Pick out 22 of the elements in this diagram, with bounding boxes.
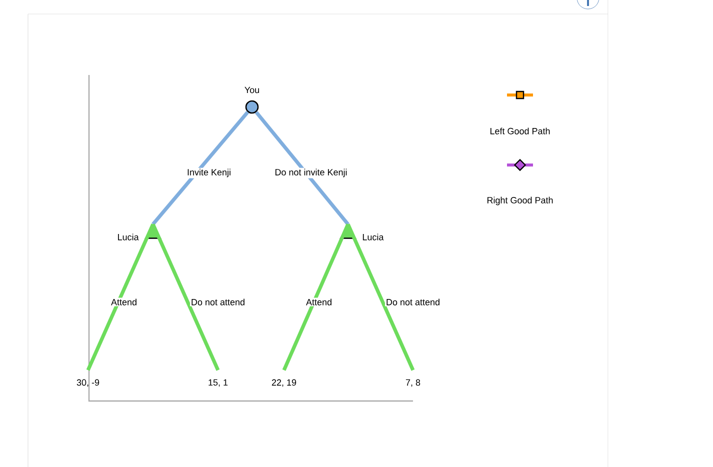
payoff-label: 15, 1: [208, 379, 228, 387]
edge-label: Do not attend: [190, 298, 246, 306]
payoff-label: 22, 19: [272, 379, 296, 387]
edge-label: Attend: [110, 298, 138, 306]
tree-branch: [254, 111, 350, 226]
payoff-label: 30, -9: [76, 379, 100, 387]
tree-branch: [86, 223, 155, 371]
node-label: Lucia: [118, 234, 139, 240]
legend-label: Right Good Path: [487, 196, 553, 206]
payoff-label: 7, 8: [406, 379, 420, 387]
legend-label: Left Good Path: [490, 128, 550, 134]
edge-label: Do not invite Kenji: [274, 168, 348, 178]
edge-label: Attend: [305, 298, 333, 306]
node-label: You: [244, 86, 260, 94]
node-label: Lucia: [362, 234, 384, 240]
edge-label: Do not attend: [384, 298, 442, 306]
root-node: You: [244, 86, 259, 114]
tree-branch: [152, 110, 250, 226]
tree-branch: [282, 223, 350, 371]
tree-branch: [346, 223, 415, 371]
edge-label: Invite Kenji: [186, 168, 232, 178]
tree-branch: [151, 223, 220, 371]
